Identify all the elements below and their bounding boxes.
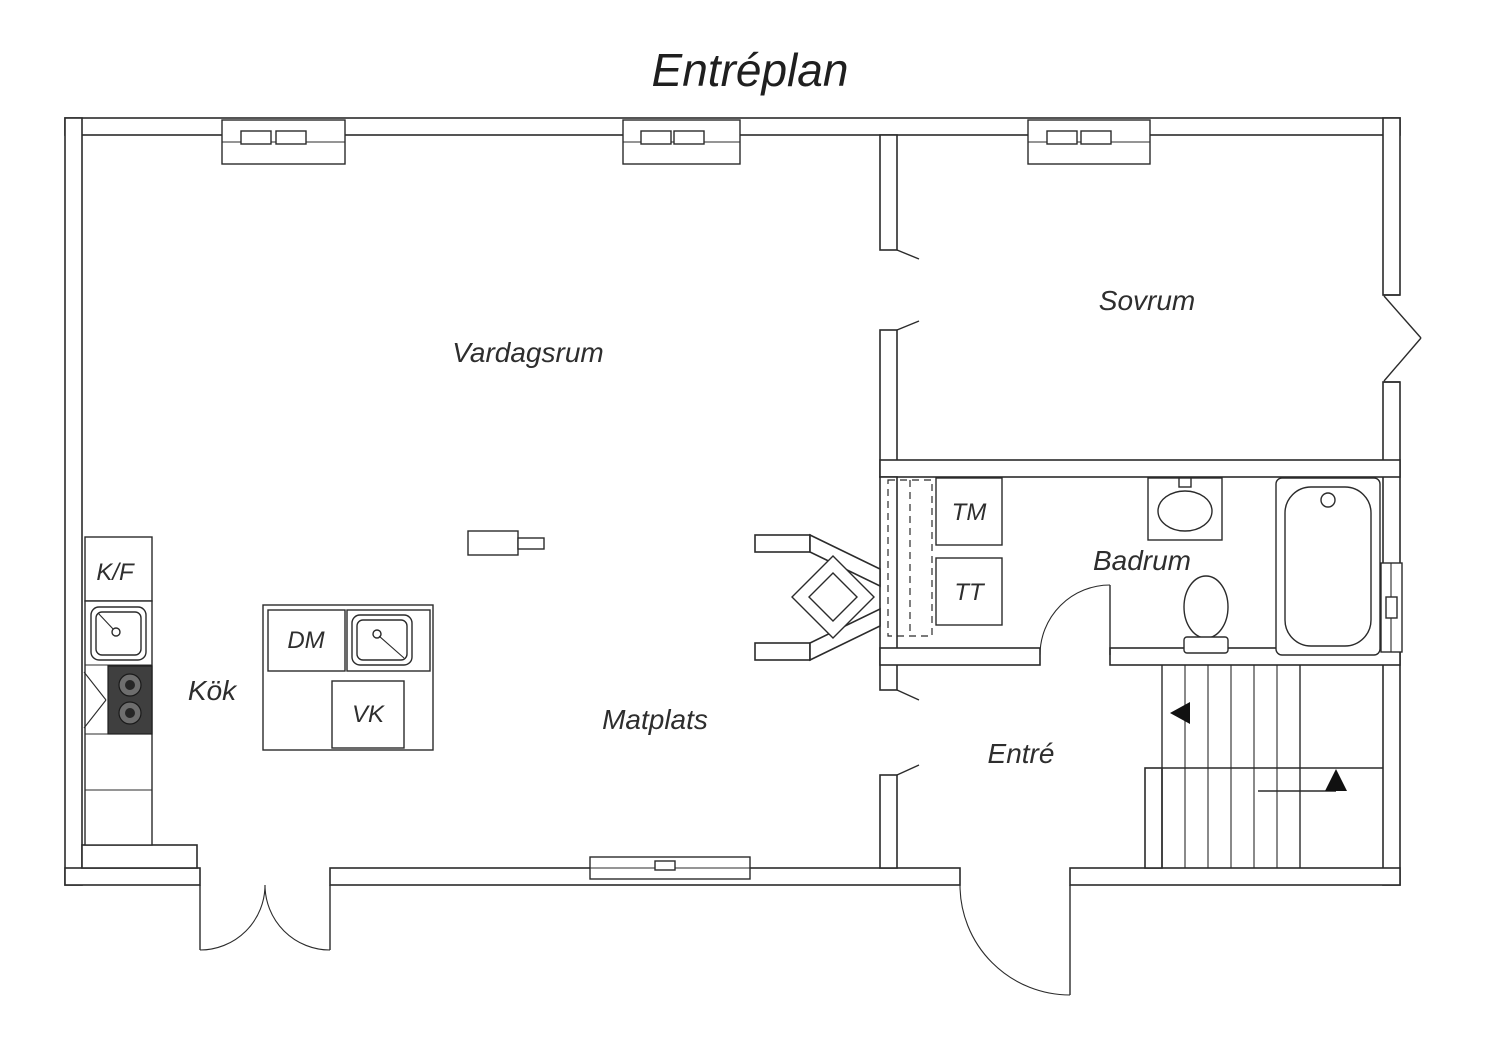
wall-segment — [64, 117, 83, 886]
window-icon — [589, 856, 751, 880]
fridge-freezer-cabinet — [84, 536, 153, 602]
opening-jambs — [896, 249, 920, 331]
washing-machine-icon — [935, 477, 1003, 546]
label-tumble-dryer: TT — [954, 579, 986, 606]
sink-icon — [1147, 477, 1223, 541]
wall-segment — [879, 134, 898, 251]
bathtub-icon — [1275, 477, 1381, 656]
fixture-labels: K/F DM VK TM TT — [96, 499, 986, 728]
wall-segment — [1069, 867, 1401, 886]
stair-direction-left-icon — [1170, 702, 1190, 724]
plan-title: Entréplan — [652, 44, 849, 96]
vk-box — [331, 680, 405, 749]
label-vk: VK — [352, 701, 385, 728]
toilet-icon — [1183, 575, 1229, 654]
entrance-door-icon — [959, 884, 1071, 996]
room-labels: Vardagsrum Sovrum Badrum Kök Matplats En… — [188, 285, 1195, 769]
niche-wall — [754, 534, 811, 553]
stairs — [1161, 665, 1383, 868]
closet-icon — [887, 479, 933, 637]
stair-direction-up-icon — [1325, 769, 1347, 791]
room-label-matplats: Matplats — [602, 704, 708, 735]
niche-wall — [754, 642, 811, 661]
wall-segment — [1382, 117, 1401, 296]
wall-segment — [879, 647, 1041, 666]
room-label-sovrum: Sovrum — [1099, 285, 1195, 316]
window-icon — [1027, 119, 1151, 165]
niche-splay — [809, 607, 881, 662]
bay-opening-icon — [1383, 294, 1422, 383]
laundry-area — [887, 477, 1003, 637]
kitchen-counter — [83, 536, 153, 846]
room-label-entre: Entré — [988, 738, 1055, 769]
corner-cabinet-icon — [83, 671, 107, 729]
fireplace — [754, 533, 881, 662]
wall-segment — [879, 774, 898, 869]
wall-segment — [1144, 767, 1163, 869]
wall-segment — [879, 459, 1401, 478]
bathroom-door-icon — [1039, 584, 1111, 656]
interior-walls — [879, 134, 1401, 869]
wall-segment — [81, 844, 198, 869]
opening-jambs — [896, 689, 920, 776]
window-icon — [622, 119, 741, 165]
windows — [221, 119, 1422, 880]
vent-icon — [467, 530, 545, 556]
niche-splay — [809, 533, 881, 588]
room-label-vardagsrum: Vardagsrum — [452, 337, 603, 368]
island-sink-icon — [351, 614, 413, 666]
double-door-icon — [199, 884, 331, 951]
stove-icon — [107, 665, 153, 735]
fireplace-inner — [808, 572, 858, 622]
wall-segment — [879, 329, 898, 478]
label-dishwasher: DM — [287, 627, 324, 654]
label-fridge-freezer: K/F — [96, 559, 135, 586]
doors — [199, 249, 1111, 996]
room-label-kok: Kök — [188, 675, 238, 706]
kitchen-sink-icon — [90, 606, 147, 661]
dishwasher-box — [267, 609, 346, 672]
wall-segment — [64, 867, 201, 886]
tumble-dryer-icon — [935, 557, 1003, 626]
window-icon — [1380, 562, 1403, 653]
kitchen-island — [262, 604, 434, 751]
label-washing-machine: TM — [952, 499, 987, 526]
room-label-badrum: Badrum — [1093, 545, 1191, 576]
bathroom-fixtures — [1147, 477, 1381, 656]
window-icon — [221, 119, 346, 165]
